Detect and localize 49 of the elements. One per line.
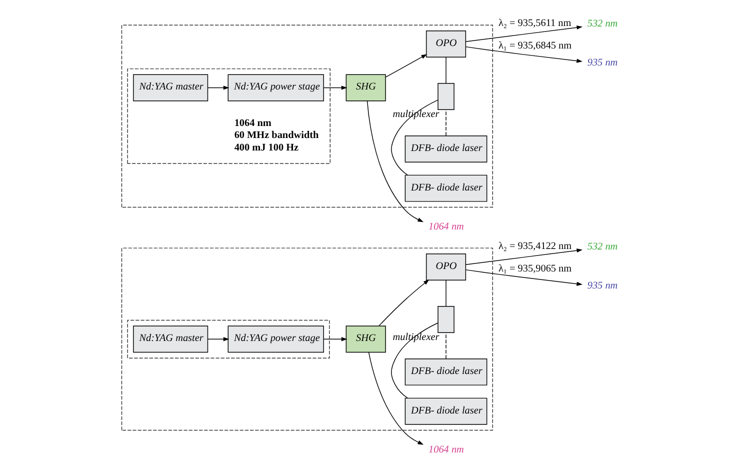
label: 400 mJ 100 Hz: [234, 142, 298, 154]
edge-label: λ₂ = 935,5611 nm: [498, 18, 571, 29]
node-text: 935 nm: [586, 58, 618, 69]
connector: [445, 332, 446, 359]
arrow: [368, 352, 424, 445]
arrow: [465, 269, 582, 286]
arrow: [464, 248, 582, 265]
cluster: [120, 24, 493, 208]
edge-label: λ₁ = 935,6845 nm: [498, 40, 572, 52]
cluster: [126, 68, 330, 164]
connector: [445, 109, 446, 136]
node-box: DFB- diode laser: [404, 135, 487, 162]
node-box: DFB- diode laser: [404, 398, 487, 425]
node-box: [437, 83, 454, 110]
arrow: [384, 54, 427, 78]
node-box: OPO: [425, 254, 466, 280]
edge-label: λ₁ = 935,9065 nm: [498, 264, 572, 275]
edge-label: λ₂ = 935,4122 nm: [498, 240, 572, 252]
node-text: 935 nm: [586, 280, 618, 292]
node-box: [437, 306, 454, 333]
node-text: 1064 nm: [428, 444, 464, 456]
arrow: [378, 279, 429, 326]
arrow: [322, 86, 347, 90]
node-text: 1064 nm: [428, 222, 464, 233]
cluster: [120, 248, 493, 431]
cluster: [126, 320, 330, 358]
connector: [390, 322, 438, 398]
arrow: [464, 25, 582, 42]
label: 60 MHz bandwidth: [234, 130, 318, 142]
node-text: 532 nm: [586, 241, 618, 252]
arrow: [322, 337, 347, 342]
node-box: SHG: [345, 74, 386, 102]
node-box: OPO: [425, 30, 466, 58]
node-box: Nd:YAG master: [132, 74, 208, 102]
node-box: DFB- diode laser: [404, 358, 487, 386]
node-box: Nd:YAG master: [132, 326, 208, 353]
node-text: 532 nm: [586, 18, 618, 30]
connector: [445, 56, 446, 84]
node-box: DFB- diode laser: [404, 174, 487, 202]
arrow: [207, 86, 229, 90]
connector: [445, 280, 446, 307]
connector: [390, 100, 438, 176]
arrow: [366, 100, 424, 222]
node-box: SHG: [345, 326, 386, 353]
arrow: [465, 46, 582, 63]
label: 1064 nm: [234, 118, 271, 129]
node-box: Nd:YAG power stage: [227, 326, 324, 353]
node-box: Nd:YAG power stage: [227, 74, 324, 102]
arrow: [207, 337, 229, 342]
